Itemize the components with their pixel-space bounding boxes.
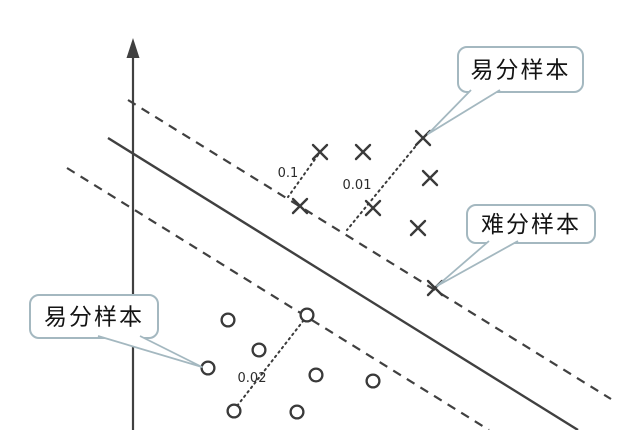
margin-line-lower (66, 167, 490, 430)
decision-boundary-line (107, 136, 579, 430)
diagram-lines-layer (66, 38, 612, 430)
circle-sample-marker (226, 403, 242, 419)
distance-dotted-line-2 (236, 315, 308, 407)
circle-sample-marker (289, 404, 305, 420)
circle-sample-marker (251, 342, 267, 358)
circle-sample-marker (220, 312, 236, 328)
circle-sample-marker (299, 307, 315, 323)
cross-sample-marker (354, 143, 372, 161)
callout-tails-layer (97, 89, 519, 368)
cross-sample-marker (364, 199, 382, 217)
callout-hard-label: 难分样本 (481, 212, 581, 237)
cross-sample-marker (421, 169, 439, 187)
distance-label-0-1: 0.1 (278, 166, 299, 181)
distance-dotted-line-1 (346, 146, 416, 231)
circle-sample-marker (365, 373, 381, 389)
callout-easy-top-label: 易分样本 (471, 58, 571, 83)
callout-easy-bottom-label: 易分样本 (44, 305, 144, 330)
circle-sample-marker (308, 367, 324, 383)
callout-tail-easy-top (427, 89, 501, 135)
circle-sample-marker (200, 360, 216, 376)
cross-sample-marker (409, 219, 427, 237)
distance-label-0-02: 0.02 (238, 371, 267, 386)
callout-tail-hard (436, 240, 519, 287)
cross-sample-marker (311, 143, 329, 161)
callout-easy-bottom-box (29, 294, 159, 339)
callout-layer (29, 46, 596, 339)
distance-label-0-01: 0.01 (343, 178, 372, 193)
callout-easy-top-box (457, 46, 584, 93)
callout-hard-box (466, 204, 596, 244)
callout-tail-easy-bottom (97, 335, 203, 368)
cross-sample-marker (291, 197, 309, 215)
y-axis-arrow-icon (126, 38, 140, 58)
text-layer: 易分样本 难分样本 易分样本 0.1 0.01 0.02 (44, 58, 581, 387)
